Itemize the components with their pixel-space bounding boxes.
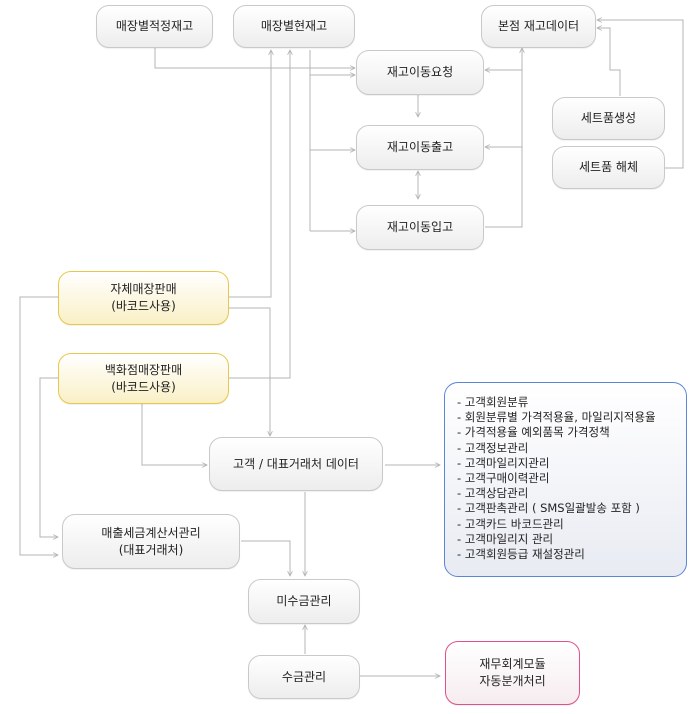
node-own-store-sales: 자체매장판매 (바코드사용) [58,271,229,325]
feature-item: - 고객구매이력관리 [457,471,550,486]
node-label-line-1: 재무회계모듈 [479,657,546,671]
node-label-line-2: (대표거래처) [118,542,184,557]
node-label: 재고이동입고 [386,220,454,234]
node-label-line-1: 자체매장판매 [110,282,177,296]
node-label: 세트품 해체 [578,160,638,174]
connector-hq-to-request [485,48,523,70]
node-collection: 수금관리 [248,655,360,699]
connector-own-sales-to-customer [229,307,270,436]
connector-hq-to-out [485,70,523,147]
node-label: 수금관리 [281,669,327,684]
node-store-current-stock: 매장별현재고 [233,5,355,48]
connector-set-create-to-hq [597,28,621,96]
node-set-create: 세트품생성 [552,97,665,140]
feature-item: - 고객카드 바코드관리 [457,516,564,531]
feature-item: - 회원분류별 가격적용율, 마일리지적용율 [457,410,656,425]
node-stock-move-in: 재고이동입고 [356,205,484,250]
feature-item: - 고객회원분류 [457,395,529,409]
node-label: 재고이동출고 [386,140,454,154]
node-label: 미수금관리 [276,594,332,608]
node-stock-move-out: 재고이동출고 [356,125,484,170]
node-label-line-2: 자동분개처리 [479,674,546,688]
feature-item: - 고객상담관리 [457,486,529,501]
node-label-line-1: 백화점매장판매 [104,362,183,377]
connector-dept-sales-to-invoice [39,377,58,537]
node-store-optimal-stock: 매장별적정재고 [96,5,213,48]
connector-dept-sales-to-current [229,50,290,379]
feature-item: - 고객마일리지관리 [457,455,550,470]
connector-invoice-to-receivables [241,540,290,576]
node-label-line-2: (바코드사용) [111,379,176,394]
node-label: 고객 / 대표거래처 데이터 [233,456,359,471]
node-customer-data: 고객 / 대표거래처 데이터 [209,437,383,491]
feature-item: - 고객정보관리 [457,440,529,455]
node-dept-store-sales: 백화점매장판매 (바코드사용) [58,353,229,404]
node-receivables: 미수금관리 [248,579,360,624]
node-label: 매장별현재고 [260,19,328,33]
connector-dept-sales-to-customer [141,404,207,465]
customer-features-list: - 고객회원분류 - 회원분류별 가격적용율, 마일리지적용율 - 가격적용율 … [457,395,686,562]
node-set-dismantle: 세트품 해체 [552,146,665,189]
connector-own-sales-to-current [229,50,271,298]
feature-item: - 고객회원등급 재설정관리 [457,547,585,562]
node-label: 세트품생성 [580,111,637,125]
node-label: 매장별적정재고 [115,19,194,33]
connector-own-sales-to-invoice [19,296,58,555]
feature-item: - 가격적용율 예외품목 가격정책 [457,425,610,440]
customer-features-panel: - 고객회원분류 - 회원분류별 가격적용율, 마일리지적용율 - 가격적용율 … [444,382,687,577]
connector-in-to-hq [485,48,522,228]
feature-item: - 고객마일리지 관리 [457,531,554,546]
node-label-line-2: (바코드사용) [111,299,176,313]
node-label: 본점 재고데이터 [497,19,580,33]
node-label-line-1: 매출세금계산서관리 [101,525,201,540]
node-hq-stock-data: 본점 재고데이터 [481,5,596,48]
node-accounting: 재무회계모듈 자동분개처리 [445,641,580,705]
feature-item: - 고객판촉관리 ( SMS일괄발송 포함 ) [457,501,640,516]
node-label: 재고이동요청 [386,65,454,79]
connector-optimal-to-request [154,48,355,68]
node-stock-move-request: 재고이동요청 [356,50,484,95]
node-tax-invoice: 매출세금계산서관리 (대표거래처) [62,514,240,569]
